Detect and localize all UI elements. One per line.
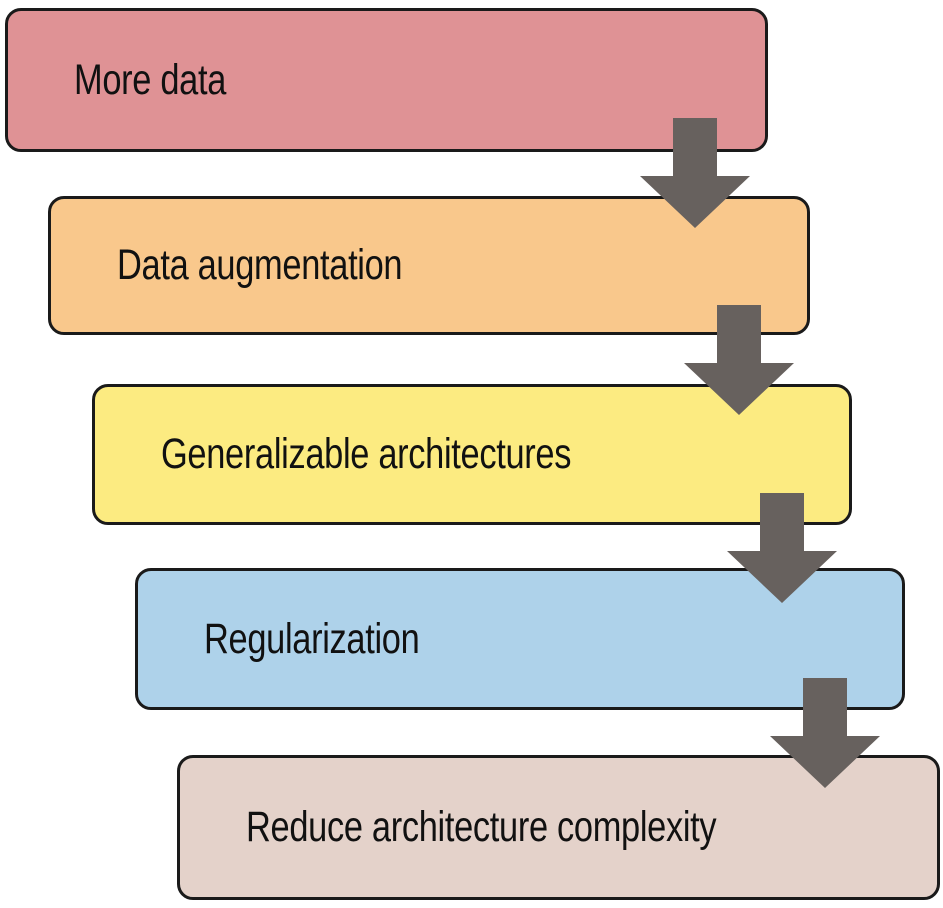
flow-box-reduce-architecture-complexity[interactable]: Reduce architecture complexity [177, 755, 940, 900]
flow-box-label: Generalizable architectures [161, 430, 572, 478]
flow-box-generalizable-architectures[interactable]: Generalizable architectures [92, 384, 852, 525]
flow-box-label: Regularization [204, 614, 420, 663]
flow-box-more-data[interactable]: More data [5, 8, 768, 152]
flow-box-label: Reduce architecture complexity [246, 803, 717, 851]
flow-box-regularization[interactable]: Regularization [135, 568, 905, 710]
flow-box-label: Data augmentation [117, 241, 403, 289]
flow-box-data-augmentation[interactable]: Data augmentation [48, 196, 810, 335]
flow-box-label: More data [74, 55, 227, 104]
